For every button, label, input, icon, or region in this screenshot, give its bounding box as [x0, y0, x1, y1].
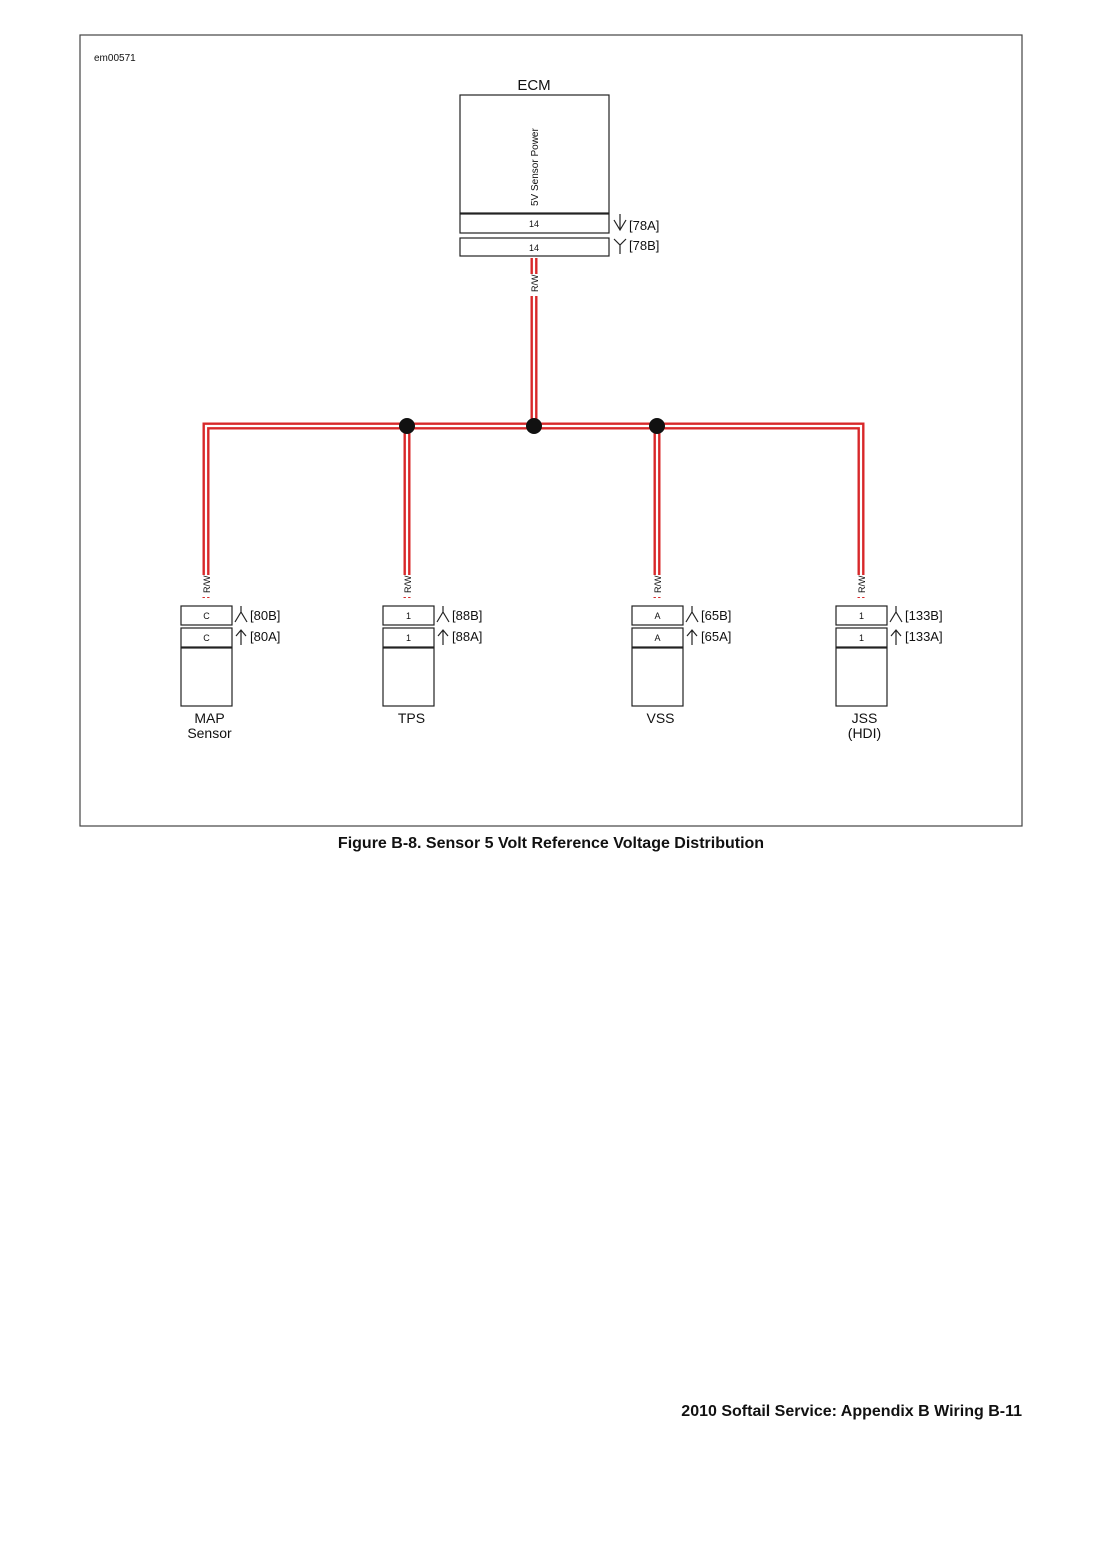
ecm-wire-label-bg	[528, 274, 540, 296]
jss-pin-a-box	[835, 627, 888, 648]
vss-connector-a: [65A]	[701, 629, 731, 644]
ecm-pin-78a-box	[459, 213, 610, 234]
map-pin-b-box	[180, 605, 233, 626]
male-connector-icon	[436, 606, 450, 623]
map-name: MAP	[194, 710, 224, 726]
male-connector-icon	[685, 606, 699, 623]
tps-connector-b: [88B]	[452, 608, 482, 623]
female-connector-icon	[437, 629, 449, 645]
map-name-line2: Sensor	[187, 725, 232, 741]
female-connector-icon	[890, 629, 902, 645]
ecm-pin-78a: 14	[529, 219, 539, 229]
jss-connector-a: [133A]	[905, 629, 943, 644]
male-connector-icon	[613, 238, 627, 254]
splice-point	[526, 418, 542, 434]
male-connector-icon	[889, 606, 903, 623]
male-connector-icon	[234, 606, 248, 623]
tps-connector-a: [88A]	[452, 629, 482, 644]
map-connector-b: [80B]	[250, 608, 280, 623]
ecm-connector-78a: [78A]	[629, 218, 659, 233]
map-wire-label-bg	[200, 575, 212, 597]
jss-pin-b: 1	[859, 611, 864, 621]
ecm-box	[459, 94, 610, 214]
vss-wire-label-bg	[651, 575, 663, 597]
map-wire-label: R/W	[202, 575, 212, 593]
splice-point	[649, 418, 665, 434]
ecm-wire-label: R/W	[530, 274, 540, 292]
splice-point	[399, 418, 415, 434]
map-body	[180, 647, 233, 707]
vss-connector-b: [65B]	[701, 608, 731, 623]
jss-body	[835, 647, 888, 707]
map-pin-a-box	[180, 627, 233, 648]
diagram-frame	[79, 34, 1023, 827]
tps-pin-a: 1	[406, 633, 411, 643]
map-connector-a: [80A]	[250, 629, 280, 644]
tps-wire-label: R/W	[403, 575, 413, 593]
vss-name: VSS	[646, 710, 674, 726]
ecm-pin-78b-box	[459, 237, 610, 257]
jss-pin-a: 1	[859, 633, 864, 643]
vss-body	[631, 647, 684, 707]
wire-harness: R/W R/W R/W R/W R/W	[200, 258, 867, 598]
tps-name: TPS	[398, 710, 425, 726]
jss-connector-b: [133B]	[905, 608, 943, 623]
jss-wire-label: R/W	[857, 575, 867, 593]
bus-wire	[202, 422, 865, 598]
female-connector-icon	[686, 629, 698, 645]
female-connector-icon	[235, 629, 247, 645]
ecm-module: ECM 5V Sensor Power 14 14 [78A] [78B]	[459, 77, 659, 257]
map-pin-a: C	[203, 633, 210, 643]
ecm-title: ECM	[517, 77, 550, 94]
page-footer: 2010 Softail Service: Appendix B Wiring …	[681, 1403, 1022, 1420]
map-pin-b: C	[203, 611, 210, 621]
tps-wire-label-bg	[401, 575, 413, 597]
tps-pin-b: 1	[406, 611, 411, 621]
tps-pin-b-box	[382, 605, 435, 626]
jss-component: 1 1 [133B] [133A] JSS(HDI)	[835, 605, 943, 741]
jss-pin-b-box	[835, 605, 888, 626]
tps-body	[382, 647, 435, 707]
figure-caption: Figure B-8. Sensor 5 Volt Reference Volt…	[337, 835, 765, 852]
female-connector-icon	[613, 214, 627, 232]
vss-component: A A [65B] [65A] VSS	[631, 605, 731, 726]
jss-name: JSS	[852, 710, 878, 726]
vss-pin-b-box	[631, 605, 684, 626]
vss-pin-a: A	[654, 633, 660, 643]
vss-pin-a-box	[631, 627, 684, 648]
jss-name-line2: (HDI)	[848, 725, 881, 741]
vss-pin-b: A	[654, 611, 660, 621]
jss-wire-label-bg	[855, 575, 867, 597]
ecm-connector-78b: [78B]	[629, 238, 659, 253]
vss-wire-label: R/W	[653, 575, 663, 593]
ecm-function-label: 5V Sensor Power	[530, 128, 541, 206]
ecm-pin-78b: 14	[529, 243, 539, 253]
tps-component: 1 1 [88B] [88A] TPS	[382, 605, 482, 726]
tps-pin-a-box	[382, 627, 435, 648]
figure-id: em00571	[94, 53, 136, 64]
